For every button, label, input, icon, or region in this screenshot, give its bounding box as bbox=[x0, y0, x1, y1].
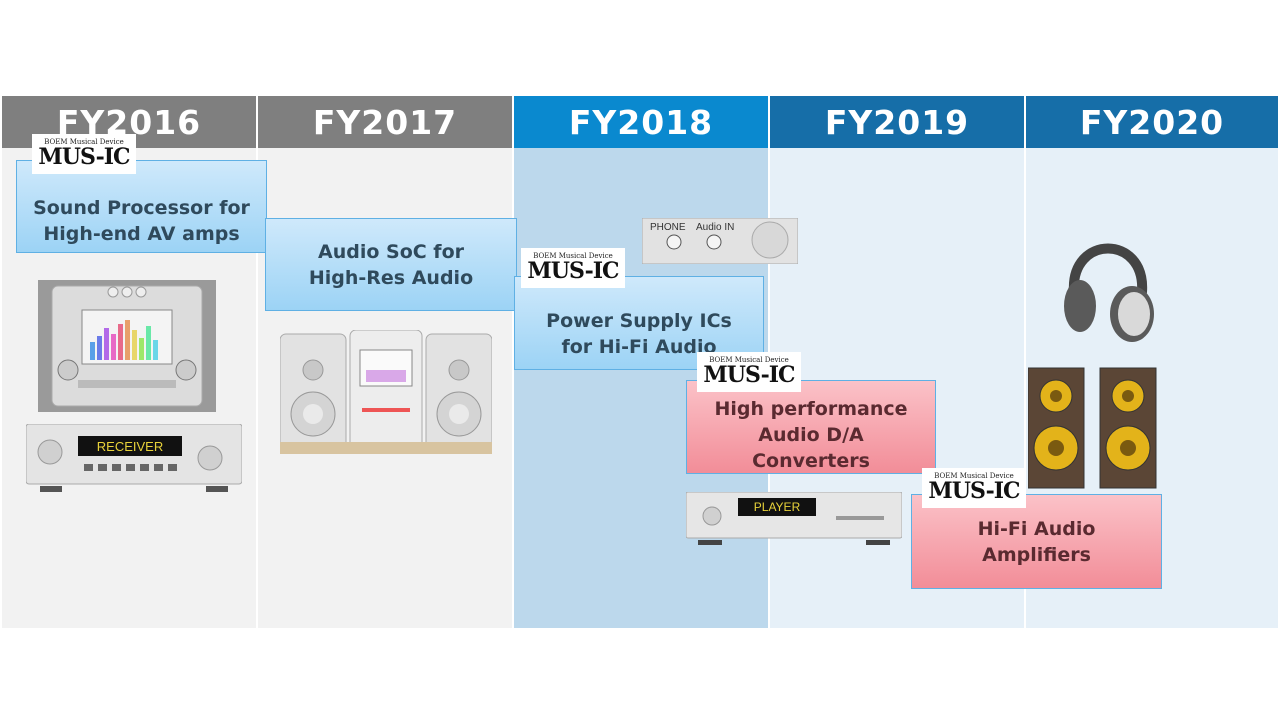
product-label: Hi-Fi Audio Amplifiers bbox=[977, 517, 1096, 566]
product-label: High performance Audio D/A Converters bbox=[714, 398, 908, 472]
product-label: Audio SoC for High-Res Audio bbox=[308, 240, 474, 289]
player-display-text: PLAYER bbox=[753, 500, 801, 514]
header-fy2019: FY2019 bbox=[770, 96, 1024, 148]
speakers-illustration bbox=[1028, 367, 1157, 489]
mini-stereo-illustration bbox=[280, 330, 492, 454]
product-audio-dac: High performance Audio D/A Converters bbox=[686, 380, 936, 474]
player-unit-illustration bbox=[686, 492, 902, 545]
receiver-unit-illustration bbox=[26, 424, 242, 492]
audio-in-label: Audio IN bbox=[696, 222, 735, 233]
headphones-illustration bbox=[1064, 243, 1154, 342]
product-audio-soc: Audio SoC for High-Res Audio bbox=[265, 218, 517, 311]
header-fy2017: FY2017 bbox=[258, 96, 512, 148]
car-av-unit-illustration bbox=[38, 280, 216, 412]
header-fy2018: FY2018 bbox=[514, 96, 768, 148]
header-fy2020: FY2020 bbox=[1026, 96, 1278, 148]
product-label: Sound Processor for High-end AV amps bbox=[33, 196, 250, 245]
phone-jack-label: PHONE bbox=[650, 222, 686, 233]
receiver-display-text: RECEIVER bbox=[96, 439, 164, 454]
connector-panel-illustration bbox=[642, 218, 798, 264]
product-label: Power Supply ICs for Hi-Fi Audio bbox=[546, 310, 732, 358]
product-sound-processor: Sound Processor for High-end AV amps bbox=[16, 160, 267, 253]
product-audio-amplifiers: Hi-Fi Audio Amplifiers bbox=[911, 494, 1162, 589]
